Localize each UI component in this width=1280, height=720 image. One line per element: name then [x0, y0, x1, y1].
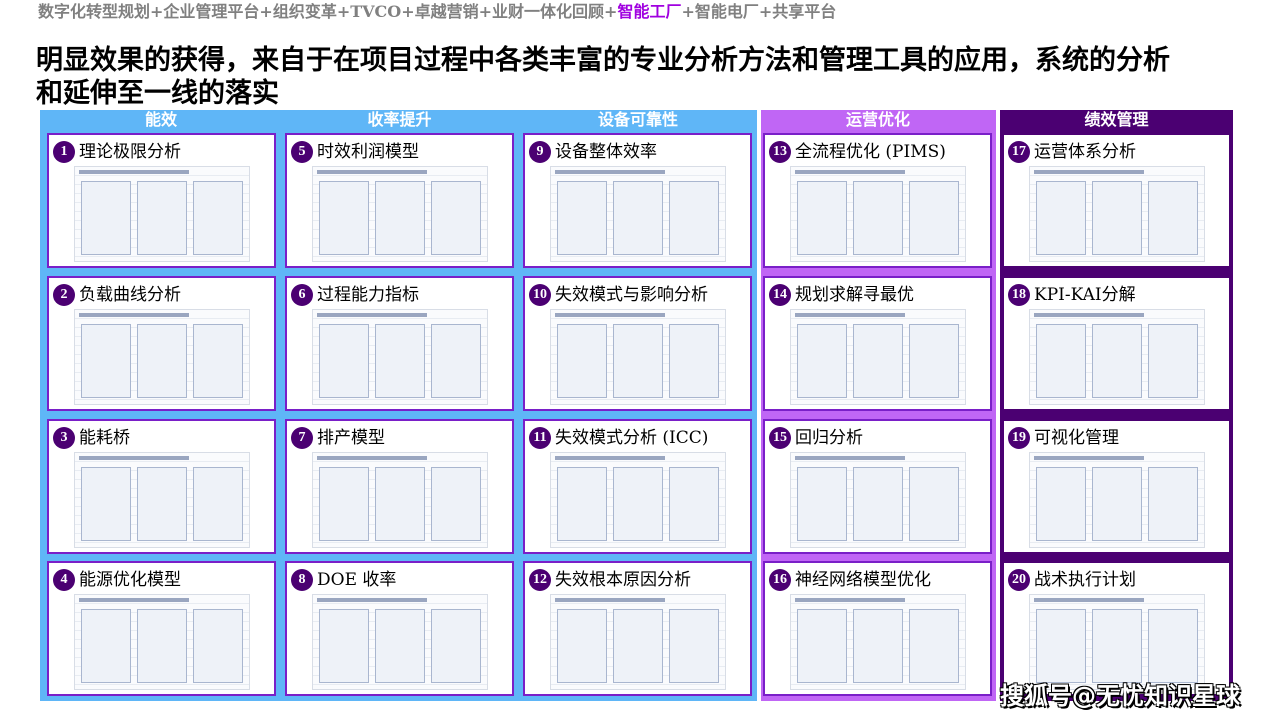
card-title: 设备整体效率 [555, 142, 657, 162]
thumbnail-image [550, 309, 726, 405]
thumbnail-image [550, 166, 726, 262]
number-badge: 17 [1008, 141, 1030, 163]
thumbnail-image [790, 594, 966, 690]
tool-card[interactable]: 14 规划求解寻最优 [763, 276, 992, 411]
page-title: 明显效果的获得，来自于在项目过程中各类丰富的专业分析方法和管理工具的应用，系统的… [36, 45, 1170, 109]
number-badge: 15 [769, 427, 791, 449]
card-title: 过程能力指标 [317, 285, 419, 305]
number-badge: 16 [769, 569, 791, 591]
thumbnail-image [550, 594, 726, 690]
number-badge: 20 [1008, 569, 1030, 591]
watermark: 搜狐号@无忧知识星球 [1000, 682, 1240, 710]
number-badge: 19 [1008, 427, 1030, 449]
breadcrumb: 数字化转型规划+企业管理平台+组织变革+TVCO+卓越营销+业财一体化回顾+智能… [38, 2, 928, 22]
card-title: 能源优化模型 [79, 570, 181, 590]
tool-card[interactable]: 5 时效利润模型 [285, 133, 514, 268]
number-badge: 12 [529, 569, 551, 591]
thumbnail-image [1029, 166, 1205, 262]
card-title: 全流程优化 (PIMS) [795, 142, 946, 162]
card-title: 能耗桥 [79, 428, 130, 448]
thumbnail-image [312, 594, 488, 690]
tool-card[interactable]: 7 排产模型 [285, 419, 514, 554]
card-title: 失效根本原因分析 [555, 570, 691, 590]
tool-card[interactable]: 6 过程能力指标 [285, 276, 514, 411]
number-badge: 6 [291, 284, 313, 306]
card-title: 神经网络模型优化 [795, 570, 931, 590]
thumbnail-image [74, 452, 250, 548]
breadcrumb-text: 数字化转型规划+企业管理平台+组织变革+TVCO+卓越营销+业财一体化回顾+ [38, 2, 618, 21]
card-title: 回归分析 [795, 428, 863, 448]
tool-card[interactable]: 3 能耗桥 [47, 419, 276, 554]
number-badge: 3 [53, 427, 75, 449]
tool-card[interactable]: 2 负载曲线分析 [47, 276, 276, 411]
thumbnail-image [790, 452, 966, 548]
card-title: 理论极限分析 [79, 142, 181, 162]
number-badge: 5 [291, 141, 313, 163]
tool-card[interactable]: 4 能源优化模型 [47, 561, 276, 696]
thumbnail-image [790, 309, 966, 405]
thumbnail-image [312, 309, 488, 405]
tool-card[interactable]: 16 神经网络模型优化 [763, 561, 992, 696]
number-badge: 4 [53, 569, 75, 591]
section-header-performance: 绩效管理 [1084, 110, 1149, 129]
thumbnail-image [1029, 309, 1205, 405]
breadcrumb-highlight: 智能工厂 [617, 2, 682, 21]
card-title: 排产模型 [317, 428, 385, 448]
tool-card[interactable]: 15 回归分析 [763, 419, 992, 554]
card-title: 时效利润模型 [317, 142, 419, 162]
number-badge: 11 [529, 427, 551, 449]
tool-card[interactable]: 9 设备整体效率 [523, 133, 752, 268]
number-badge: 2 [53, 284, 75, 306]
thumbnail-image [74, 166, 250, 262]
tool-card[interactable]: 20 战术执行计划 [1002, 561, 1231, 696]
card-title: 运营体系分析 [1034, 142, 1136, 162]
card-title: 可视化管理 [1034, 428, 1119, 448]
number-badge: 13 [769, 141, 791, 163]
tool-card[interactable]: 18 KPI-KAI分解 [1002, 276, 1231, 411]
number-badge: 1 [53, 141, 75, 163]
tool-card[interactable]: 17 运营体系分析 [1002, 133, 1231, 268]
thumbnail-image [1029, 594, 1205, 690]
card-title: KPI-KAI分解 [1034, 285, 1136, 305]
thumbnail-image [550, 452, 726, 548]
card-title: 失效模式与影响分析 [555, 285, 708, 305]
number-badge: 8 [291, 569, 313, 591]
section-header-yield: 收率提升 [367, 110, 432, 129]
number-badge: 10 [529, 284, 551, 306]
card-title: 规划求解寻最优 [795, 285, 914, 305]
number-badge: 18 [1008, 284, 1030, 306]
thumbnail-image [1029, 452, 1205, 548]
tool-card[interactable]: 1 理论极限分析 [47, 133, 276, 268]
tool-card[interactable]: 10 失效模式与影响分析 [523, 276, 752, 411]
number-badge: 14 [769, 284, 791, 306]
tool-card[interactable]: 12 失效根本原因分析 [523, 561, 752, 696]
tool-card[interactable]: 11 失效模式分析 (ICC) [523, 419, 752, 554]
thumbnail-image [74, 309, 250, 405]
section-header-reliability: 设备可靠性 [597, 110, 678, 129]
tool-card[interactable]: 8 DOE 收率 [285, 561, 514, 696]
number-badge: 9 [529, 141, 551, 163]
thumbnail-image [790, 166, 966, 262]
number-badge: 7 [291, 427, 313, 449]
breadcrumb-text-after: +智能电厂+共享平台 [681, 2, 837, 21]
thumbnail-image [312, 452, 488, 548]
card-title: 战术执行计划 [1034, 570, 1136, 590]
card-title: 失效模式分析 (ICC) [555, 428, 709, 448]
section-header-energy: 能效 [144, 110, 177, 129]
thumbnail-image [74, 594, 250, 690]
tool-card[interactable]: 19 可视化管理 [1002, 419, 1231, 554]
tool-card[interactable]: 13 全流程优化 (PIMS) [763, 133, 992, 268]
section-header-operations: 运营优化 [845, 110, 910, 129]
thumbnail-image [312, 166, 488, 262]
card-title: DOE 收率 [317, 570, 397, 590]
card-title: 负载曲线分析 [79, 285, 181, 305]
